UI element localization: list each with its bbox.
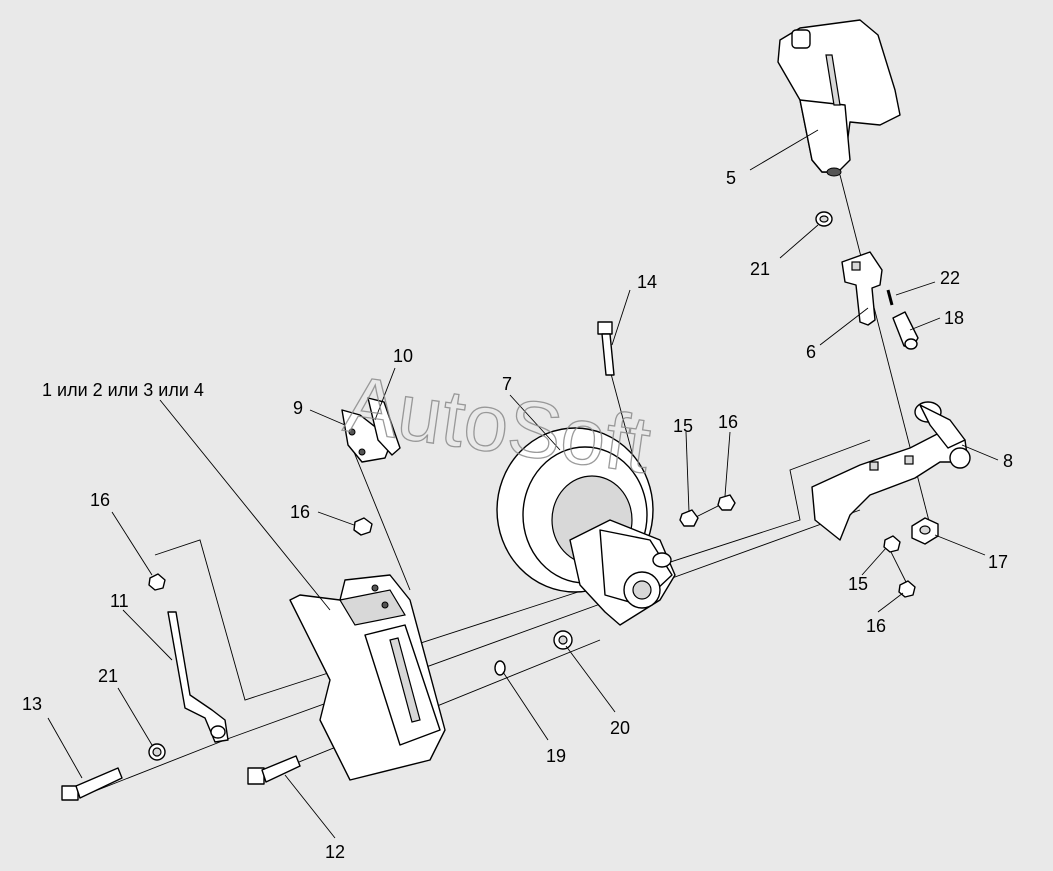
part-17-nut — [911, 517, 939, 545]
callout-17: 17 — [988, 552, 1008, 572]
part-15-nut-pump — [679, 509, 699, 527]
callout-21-lower: 21 — [98, 666, 118, 686]
callout-1-4: 1 или 2 или 3 или 4 — [42, 380, 204, 400]
leader-lines — [47, 129, 999, 839]
part-22-pin — [886, 289, 894, 306]
part-21-washer-upper — [815, 211, 833, 227]
callout-12: 12 — [325, 842, 345, 862]
callout-8: 8 — [1003, 451, 1013, 471]
part-10-plate — [367, 397, 401, 456]
part-13-bolt — [61, 767, 123, 801]
callout-15-pump: 15 — [673, 416, 693, 436]
callout-6: 6 — [806, 342, 816, 362]
part-5-cylinder — [777, 19, 901, 177]
watermark-text: AutoSoft — [339, 359, 655, 490]
part-21-washer-lower — [148, 743, 166, 761]
part-20-washer — [553, 630, 573, 650]
callout-16-pump: 16 — [718, 412, 738, 432]
part-18-pin — [892, 311, 919, 350]
part-11-rod — [167, 611, 229, 743]
callout-16-plate: 16 — [290, 502, 310, 522]
part-16-nut-plate — [353, 517, 373, 536]
part-16-nut-rod — [148, 573, 166, 591]
part-1-4-bracket — [289, 574, 446, 781]
part-14-bolt — [597, 321, 615, 376]
callout-18: 18 — [944, 308, 964, 328]
callout-16-right: 16 — [866, 616, 886, 636]
part-7-pump — [496, 427, 676, 626]
callout-labels: 1 или 2 или 3 или 4 5 6 7 8 9 10 11 12 1… — [22, 168, 1013, 862]
part-6-clevis — [841, 251, 883, 326]
callout-11: 11 — [110, 591, 129, 611]
callout-22: 22 — [940, 268, 960, 288]
callout-19: 19 — [546, 746, 566, 766]
callout-7: 7 — [502, 374, 512, 394]
callout-15-right: 15 — [848, 574, 868, 594]
part-16-nut-pump — [717, 494, 736, 511]
callout-10: 10 — [393, 346, 413, 366]
part-19-ring — [494, 660, 506, 676]
part-12-bolt — [247, 755, 301, 785]
callout-14: 14 — [637, 272, 657, 292]
callout-21-upper: 21 — [750, 259, 770, 279]
part-9-plate — [341, 409, 393, 463]
callout-9: 9 — [293, 398, 303, 418]
callout-16-rod: 16 — [90, 490, 110, 510]
callout-20: 20 — [610, 718, 630, 738]
callout-13: 13 — [22, 694, 42, 714]
callout-5: 5 — [726, 168, 736, 188]
part-15-nut-right — [883, 535, 901, 553]
part-8-lever — [811, 401, 971, 541]
